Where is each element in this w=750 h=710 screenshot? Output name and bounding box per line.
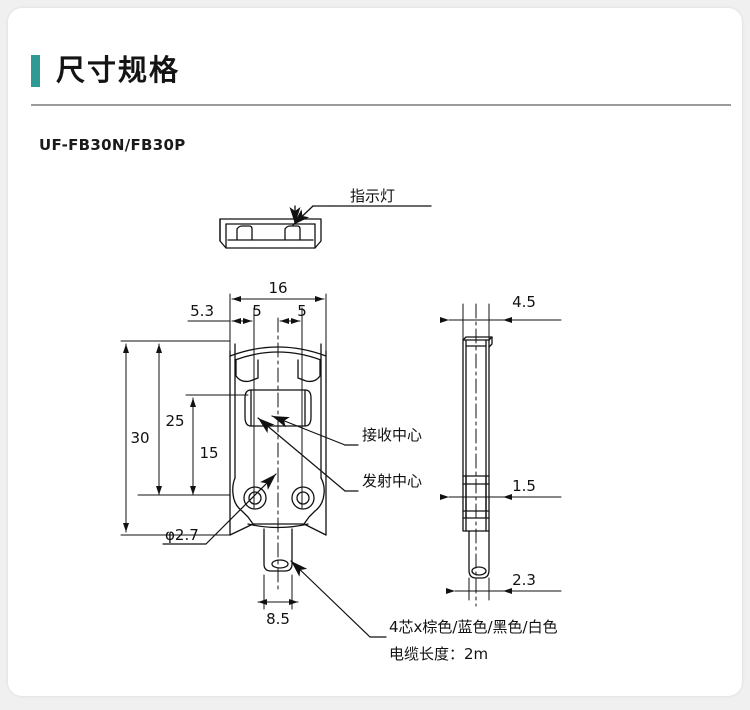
dim-label-16: 16 (268, 279, 287, 297)
dim-label-8p5: 8.5 (266, 610, 290, 628)
dim-4p5 (440, 303, 562, 342)
dim-label-5-right: 5 (297, 302, 307, 320)
header-divider (31, 104, 731, 106)
dim-label-5-left: 5 (252, 302, 262, 320)
front-view-construction-lines (253, 307, 303, 509)
dimension-drawing: 指示灯 16 5.3 5 5 30 25 15 φ2.7 8.5 4.5 1.5… (120, 187, 562, 663)
dim-label-phi27: φ2.7 (165, 526, 199, 544)
dim-1p5 (440, 477, 562, 524)
emitter-center-leader (257, 417, 359, 492)
label-indicator-light: 指示灯 (350, 187, 395, 205)
side-view-body (462, 336, 493, 579)
spec-card: 尺寸规格 UF-FB30N/FB30P (8, 8, 742, 696)
receiver-center-leader (271, 415, 359, 446)
label-cable-length: 电缆长度：2m (389, 645, 488, 663)
dim-25 (137, 343, 231, 496)
card-header: 尺寸规格 (8, 8, 742, 106)
title-accent-bar (31, 55, 40, 87)
dim-2p3 (446, 577, 562, 601)
page-title: 尺寸规格 (56, 53, 181, 87)
model-label: UF-FB30N/FB30P (39, 136, 186, 154)
dim-label-30: 30 (130, 429, 149, 447)
label-emitter-center: 发射中心 (362, 472, 422, 490)
dim-label-5p3: 5.3 (190, 302, 214, 320)
dim-label-1p5: 1.5 (512, 477, 536, 495)
label-cable-cores: 4芯x棕色/蓝色/黑色/白色 (389, 618, 558, 636)
dim-15 (185, 394, 249, 496)
dim-8p5 (257, 574, 299, 610)
dim-label-2p3: 2.3 (512, 571, 536, 589)
indicator-light-leader (289, 205, 432, 226)
dim-phi27-leader (162, 473, 277, 545)
dim-30 (120, 340, 231, 536)
label-receiver-center: 接收中心 (362, 426, 422, 444)
dim-16 (229, 293, 327, 354)
dim-label-4p5: 4.5 (512, 293, 536, 311)
top-view-body (219, 218, 322, 249)
dim-label-25: 25 (165, 412, 184, 430)
dim-label-15: 15 (199, 444, 218, 462)
cable-callout-leader (290, 560, 387, 638)
